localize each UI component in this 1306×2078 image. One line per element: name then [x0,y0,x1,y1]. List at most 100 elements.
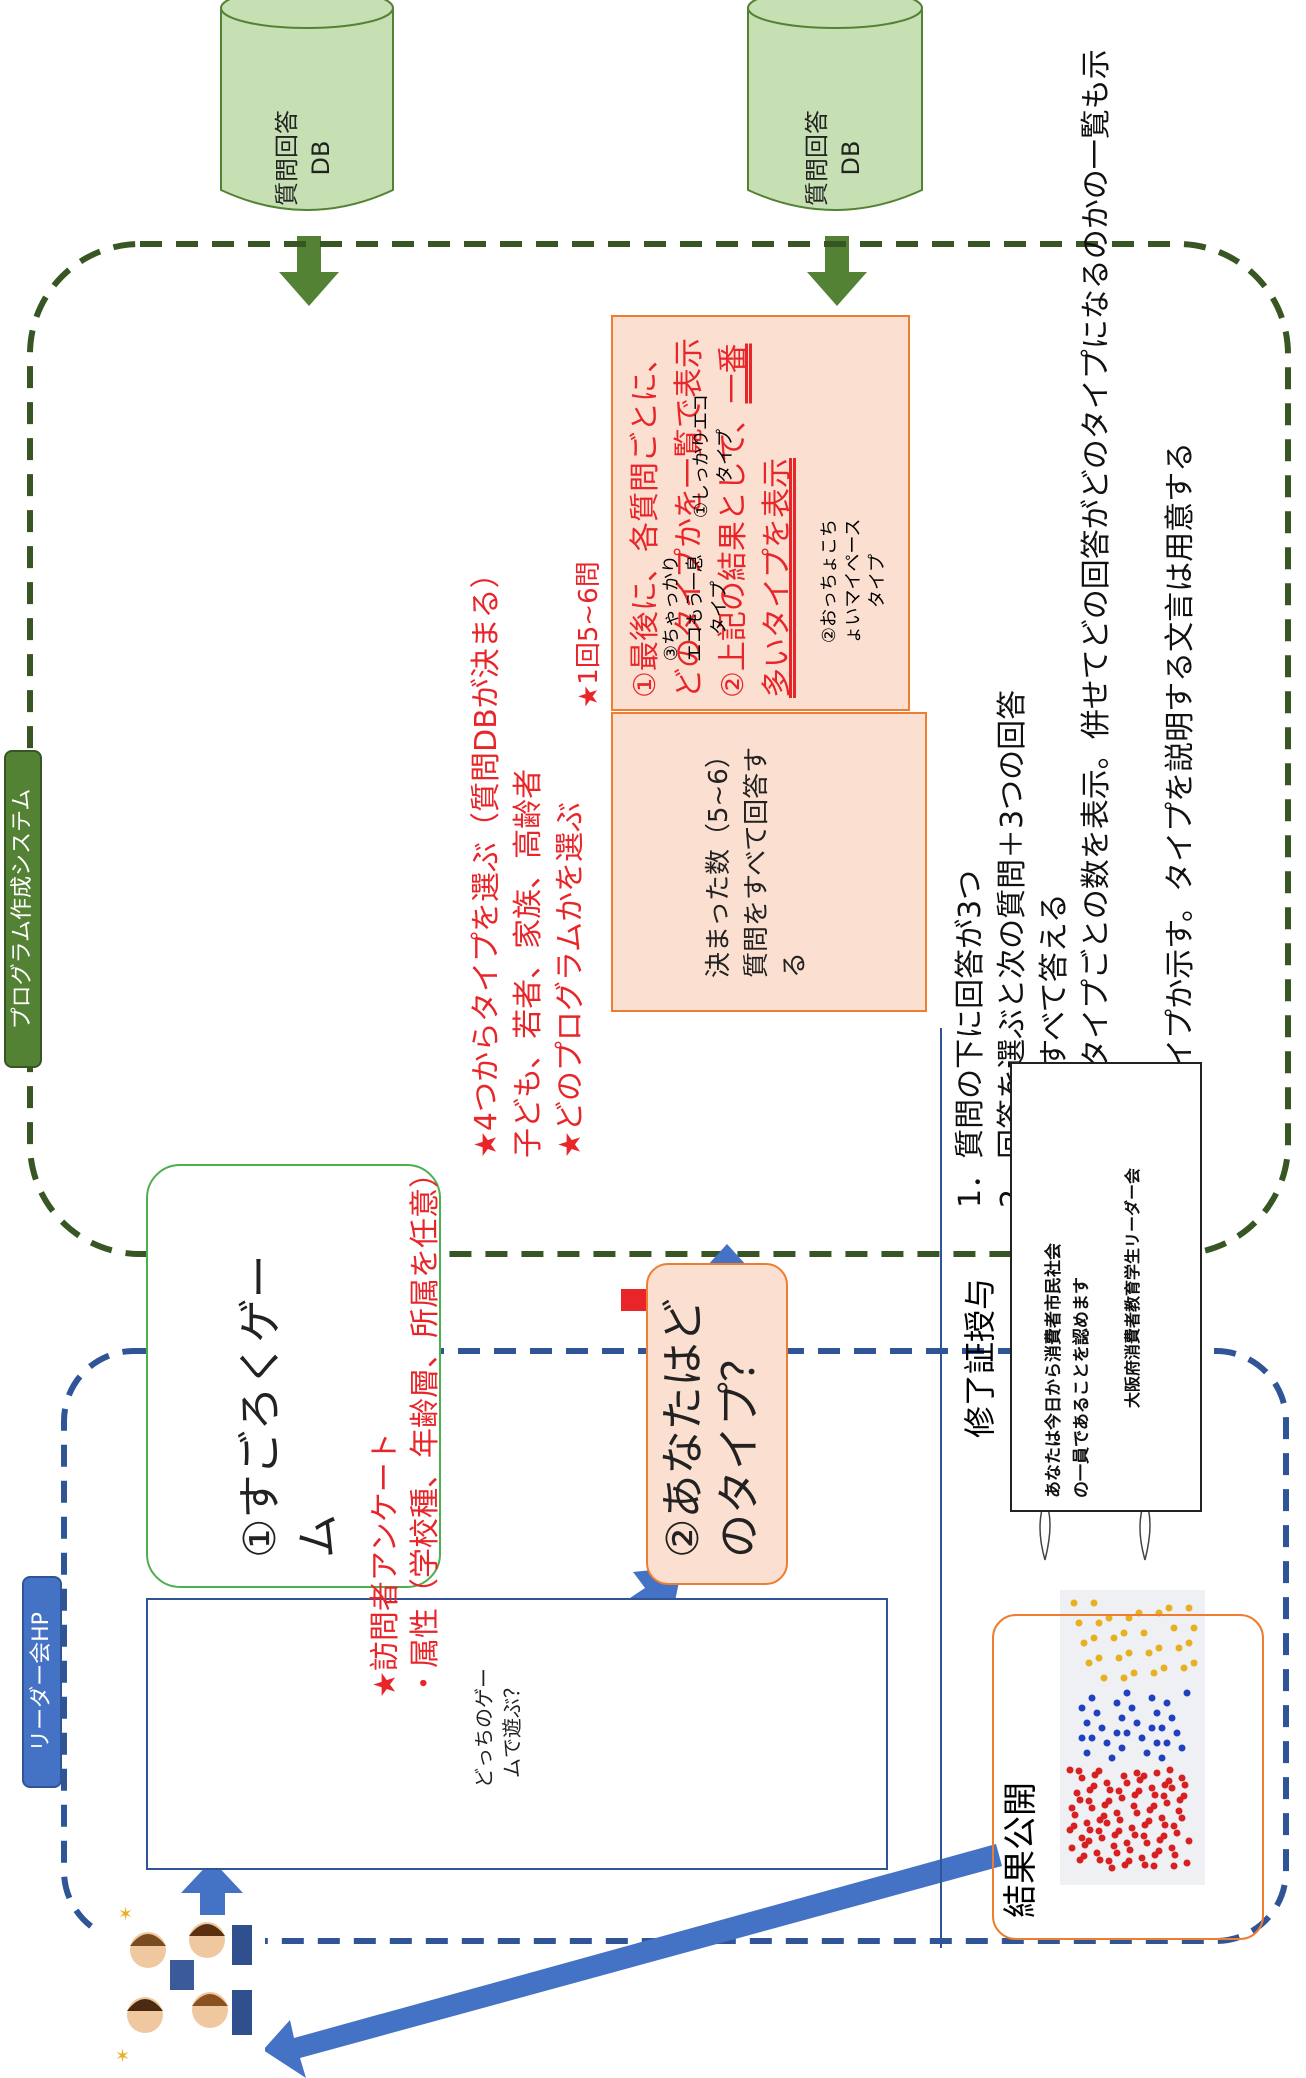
result-dot [1155,1644,1163,1652]
result-dot [1183,1689,1191,1697]
db-arrow-right [807,236,867,306]
result-dot [1083,1819,1091,1827]
system-label: プログラム作成システム [4,750,42,1068]
result-dot [1113,1699,1121,1707]
game1-text: ①すごろくゲーム [235,1254,344,1558]
result-dot [1125,1649,1133,1657]
game-select-text: どっちのゲームで遊ぶ？ [472,1668,524,1788]
step-item: 1．質問の下に回答が3つ [953,869,988,1208]
result-dot [1108,1754,1116,1762]
result-dot [1078,1774,1086,1782]
result-dot [1075,1767,1083,1775]
result-dot [1143,1839,1151,1847]
result-dot [1108,1864,1116,1872]
result-dot [1120,1629,1128,1637]
result-dot [1080,1639,1088,1647]
certificate-box [1010,1062,1202,1512]
result-dot [1161,1781,1169,1789]
system-boundary [27,241,1291,1257]
visitor-survey: ★訪問者アンケート ・属性（学校種、年齢層、所属を任意） [368,1158,443,1698]
result-dot [1138,1734,1146,1742]
result-dot [1150,1862,1158,1870]
step-item: 3．質問をすべて答える [1037,893,1072,1208]
result-dot [1101,1801,1109,1809]
result-dot [1103,1779,1111,1787]
result-dot [1166,1766,1174,1774]
result-dot [1123,1839,1131,1847]
result-dot [1073,1789,1081,1797]
result-dot [1096,1856,1104,1864]
result-dot [1088,1734,1096,1742]
result-dot [1185,1837,1193,1845]
svg-text:✶: ✶ [115,2046,130,2067]
result-dot [1160,1792,1168,1800]
svg-text:✶: ✶ [118,1904,133,1925]
result-dot [1090,1599,1098,1607]
publish-heading: 結果公開 [1001,1782,1041,1918]
result-dot [1176,1796,1184,1804]
result-dot [1068,1804,1076,1812]
result-dot [1153,1769,1161,1777]
result-dot [1128,1704,1136,1712]
result-dot [1163,1799,1171,1807]
result-dot [1070,1599,1078,1607]
result-dot [1120,1674,1128,1682]
result-dot [1106,1786,1114,1794]
result-dot [1148,1784,1156,1792]
result-dot [1180,1664,1188,1672]
result-dot [1110,1842,1118,1850]
result-dot [1130,1669,1138,1677]
result-dot [1190,1659,1198,1667]
result-dot [1078,1834,1086,1842]
result-dot [1083,1749,1091,1757]
result-dot [1126,1846,1134,1854]
type-select: ★4つからタイプを選ぶ（質問DBが決まる） 子ども、若者、家族、高齢者 ★どのプ… [469,558,588,1158]
result-dot [1086,1786,1094,1794]
db-cylinder-left [220,0,394,211]
result-dot [1105,1857,1113,1865]
result-dot [1093,1709,1101,1717]
result-header: ★1回5~6問 [574,561,604,708]
result-dot [1178,1744,1186,1752]
answer-text: 決まった数（5~6）質問をすべて回答する [704,742,810,978]
result-dot [1085,1797,1093,1805]
certificate-text: あなたは今日から消費者市民社会の一員であることを認めます [1044,1243,1092,1498]
arrow-people-to-select [181,1860,243,1941]
result-dot [1178,1774,1186,1782]
result-dot [1123,1689,1131,1697]
game2-text: ②あなたはどのタイプ？ [658,1298,765,1558]
result-dot [1116,1816,1124,1824]
result-dot [1111,1831,1119,1839]
result-dot [1143,1749,1151,1757]
result-dot [1140,1832,1148,1840]
result-dot [1170,1624,1178,1632]
result-dot [1121,1861,1129,1869]
result-dot [1173,1729,1181,1737]
result-dot [1168,1784,1176,1792]
db-arrow-left [279,236,339,306]
result-dot [1163,1739,1171,1747]
result-dot [1183,1859,1191,1867]
result-dot [1103,1819,1111,1827]
result-dot [1128,1824,1136,1832]
result-dot [1118,1714,1126,1722]
result-dot [1123,1729,1131,1737]
result-dot [1161,1821,1169,1829]
result-dot [1118,1794,1126,1802]
result-dot [1090,1634,1098,1642]
result-dot [1131,1831,1139,1839]
result-dot [1165,1604,1173,1612]
people-illustration: ✶ ✶ [100,1904,265,2067]
result-dot [1123,1779,1131,1787]
result-dot [1078,1734,1086,1742]
result-dot [1156,1836,1164,1844]
result-dot [1113,1849,1121,1857]
result-dot [1136,1776,1144,1784]
result-dot [1158,1754,1166,1762]
result-dot [1148,1724,1156,1732]
result-dot [1095,1619,1103,1627]
result-dot [1153,1709,1161,1717]
result-dot [1155,1609,1163,1617]
result-dot [1146,1806,1154,1814]
